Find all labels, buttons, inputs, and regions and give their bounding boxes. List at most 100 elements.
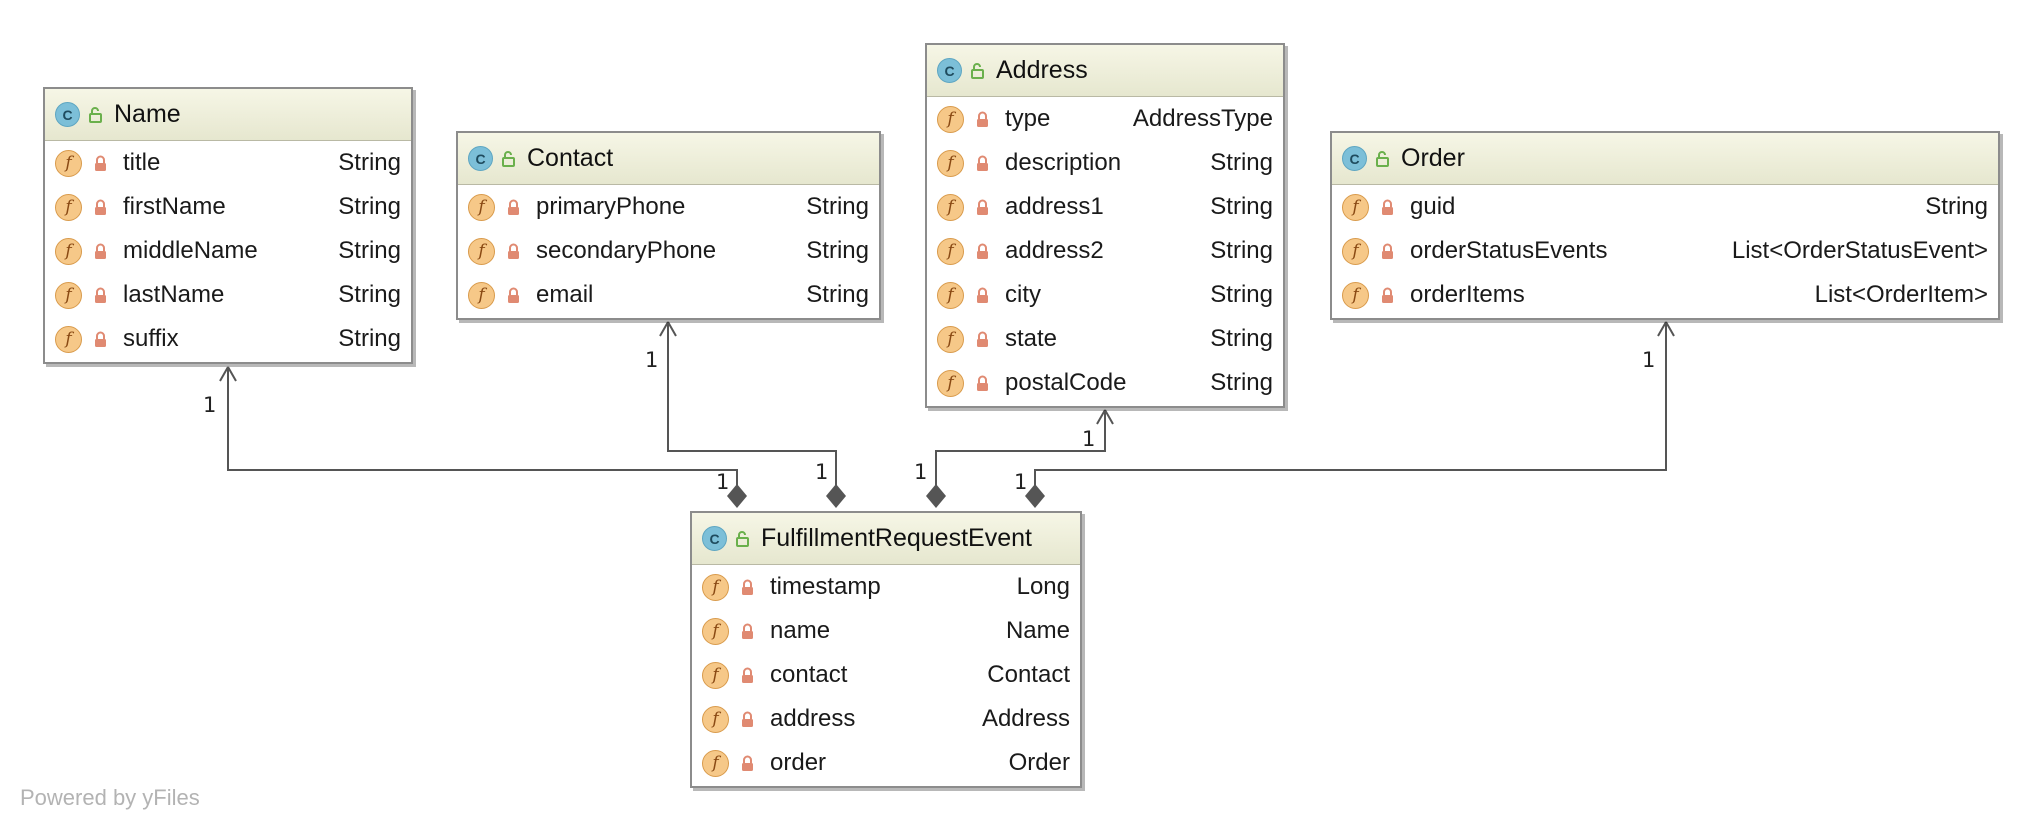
arrowhead-name [219,366,237,382]
field-icon: f [468,193,495,221]
private-lock-icon [1382,287,1393,303]
field-icon: f [468,237,495,265]
private-lock-icon [95,199,106,215]
diamond-order [1025,484,1045,508]
field-name: contact [770,661,848,688]
private-lock-icon [742,623,753,639]
field-type: String [806,281,869,308]
class-title: Address [996,56,1088,84]
field-row[interactable]: f city String [927,273,1283,317]
field-type: String [338,281,401,308]
multiplicity-address-source: 1 [914,460,927,484]
field-type: Address [981,705,1070,732]
arrowhead-address [1096,409,1114,425]
field-icon: f [937,105,964,133]
field-icon: f [702,661,729,689]
field-name: city [1005,281,1041,308]
private-lock-icon [742,711,753,727]
field-name: address1 [1005,193,1104,220]
field-row[interactable]: f state String [927,317,1283,361]
field-icon: f [937,193,964,221]
field-type: String [1210,369,1273,396]
field-name: lastName [123,281,225,308]
field-icon: f [1342,193,1369,221]
private-lock-icon [742,755,753,771]
field-name: address [770,705,856,732]
class-header: C FulfillmentRequestEvent [692,513,1080,565]
class-title: Contact [527,144,614,172]
relation-name[interactable]: 1 1 [203,366,747,508]
field-icon: f [937,281,964,309]
field-icon: f [702,573,729,601]
field-icon: f [55,193,82,221]
field-name: primaryPhone [536,193,686,220]
private-lock-icon [1382,243,1393,259]
field-type: String [1210,281,1273,308]
field-name: state [1005,325,1058,352]
field-type: String [338,325,401,352]
field-type: String [1210,325,1273,352]
field-icon: f [1342,237,1369,265]
arrowhead-order [1657,321,1675,337]
public-lock-icon [736,530,749,547]
watermark: Powered by yFiles [20,785,200,810]
field-icon: f [55,237,82,265]
field-type: String [1925,193,1988,220]
private-lock-icon [95,243,106,259]
class-title: FulfillmentRequestEvent [761,524,1032,552]
field-row[interactable]: f lastName String [45,273,411,317]
public-lock-icon [1376,150,1389,167]
class-title: Name [114,100,181,128]
field-icon: f [937,325,964,353]
field-type: AddressType [1132,105,1273,132]
field-icon: f [937,149,964,177]
relation-contact[interactable]: 1 1 [645,321,846,508]
field-name: secondaryPhone [536,237,717,264]
multiplicity-name-source: 1 [716,470,729,494]
field-icon: f [702,617,729,645]
private-lock-icon [508,287,519,303]
field-type: Name [1005,617,1070,644]
private-lock-icon [742,579,753,595]
class-icon: C [937,58,962,83]
diamond-name [727,484,747,508]
public-lock-icon [971,62,984,79]
private-lock-icon [977,375,988,391]
field-icon: f [55,281,82,309]
field-name: title [123,149,161,176]
arrowhead-contact [659,321,677,337]
private-lock-icon [508,199,519,215]
class-header: C Order [1332,133,1998,185]
relation-address[interactable]: 1 1 [914,409,1114,508]
private-lock-icon [977,155,988,171]
private-lock-icon [977,331,988,347]
relation-order[interactable]: 1 1 [1014,321,1675,508]
